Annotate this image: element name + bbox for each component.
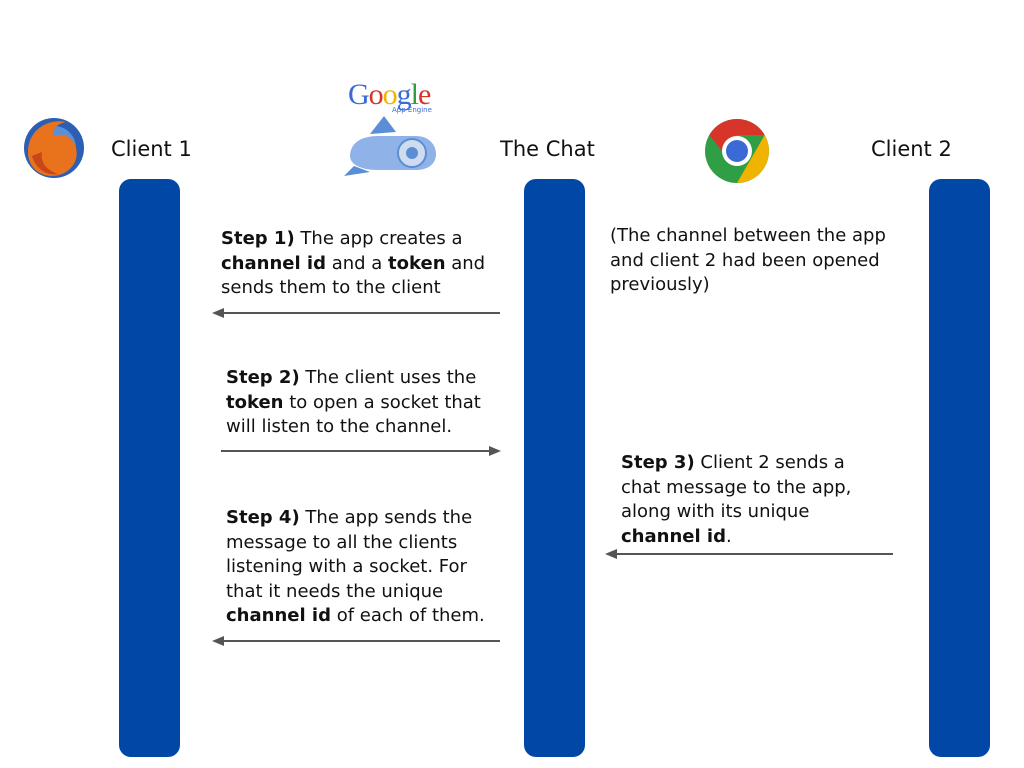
step2-arrow: [221, 446, 501, 456]
step3-text: Step 3) Client 2 sends a chat message to…: [621, 452, 852, 547]
app-engine-subtitle: App Engine: [392, 106, 432, 114]
client1-label: Client 1: [111, 137, 192, 161]
client1-lane: [119, 179, 180, 757]
google-wordmark: Google: [348, 78, 431, 111]
step3-arrow: [605, 549, 893, 559]
step1-arrow: [212, 308, 500, 318]
google-app-engine-logo-icon: Google App Engine: [338, 78, 450, 178]
client2-label: Client 2: [871, 137, 952, 161]
step2-text: Step 2) The client uses the token to ope…: [226, 367, 481, 438]
chrome-logo-icon: [702, 116, 772, 186]
chat-lane: [524, 179, 585, 757]
firefox-logo-icon: [18, 112, 90, 184]
step1-text: Step 1) The app creates a channel id and…: [221, 228, 486, 299]
client2-lane: [929, 179, 990, 757]
step4-text: Step 4) The app sends the message to all…: [226, 507, 485, 627]
chat-label: The Chat: [500, 137, 595, 161]
channel-note: (The channel between the app and client …: [610, 225, 886, 296]
step4-arrow: [212, 636, 500, 646]
